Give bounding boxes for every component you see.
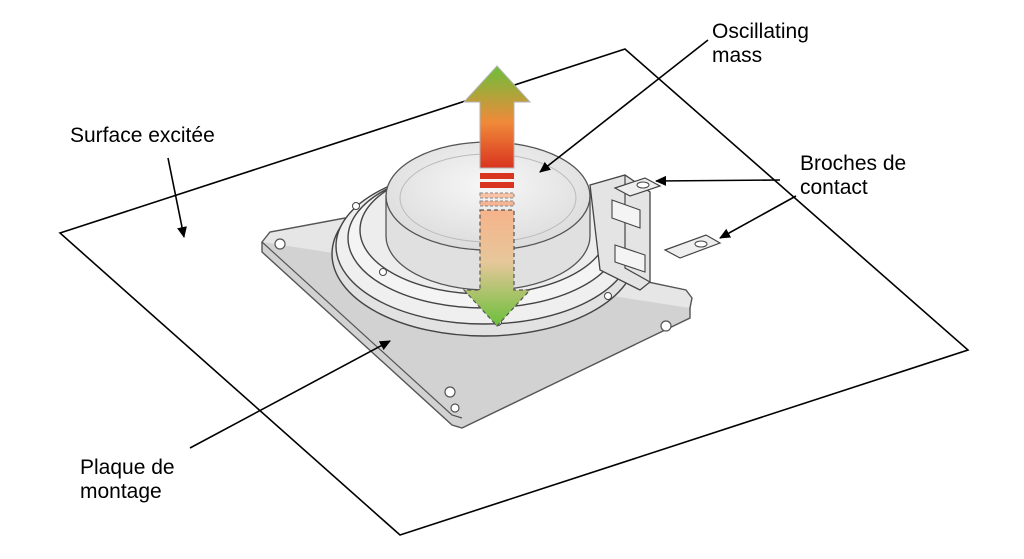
mount-hole	[660, 320, 672, 332]
double-arrow-up-icon	[462, 65, 532, 169]
leader-line-plaque	[189, 340, 391, 449]
leader-line-oscillating-mass	[539, 39, 709, 173]
contact-pin	[613, 177, 662, 197]
leader-line-surface	[167, 157, 187, 238]
mount-hole	[444, 386, 456, 398]
label-line: contact	[800, 176, 868, 199]
label-surface-excitee: Surface excitée	[70, 124, 215, 148]
label-line: Oscillating	[712, 20, 809, 43]
label-line: montage	[80, 480, 162, 503]
contact-pin-housing	[589, 174, 651, 291]
label-line: Plaque de	[80, 456, 175, 479]
leader-line-broches-bottom	[719, 195, 797, 239]
label-line: Broches de	[800, 152, 907, 175]
label-broches-de-contact: Broches de contact	[800, 152, 906, 200]
label-line: mass	[712, 44, 763, 67]
mount-hole	[450, 403, 460, 413]
arrow-segment	[480, 173, 514, 179]
leader-line-broches-top	[655, 175, 781, 186]
arrow-segment	[479, 192, 515, 199]
mount-hole	[274, 238, 286, 250]
label-oscillating-mass: Oscillating mass	[712, 20, 809, 68]
double-arrow-down-icon	[462, 209, 532, 327]
label-line: Surface excitée	[70, 124, 215, 147]
arrow-segment	[480, 182, 514, 188]
excited-surface	[58, 48, 970, 536]
label-plaque-de-montage: Plaque de montage	[80, 456, 175, 504]
arrow-segment	[479, 200, 515, 207]
contact-pin	[663, 234, 722, 259]
